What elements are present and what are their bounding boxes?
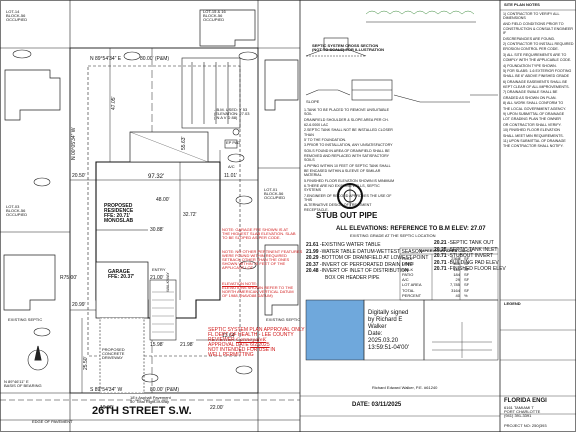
ac-label: A/C xyxy=(228,164,235,169)
north-arrow-icon xyxy=(27,345,49,371)
dim-width: 97.32' xyxy=(148,174,165,180)
entry-label: ENTRY xyxy=(152,267,166,272)
dim-road-2: 22.00' xyxy=(210,405,224,411)
septic-drainfield xyxy=(181,57,241,149)
dim-septic: 55.63' xyxy=(181,136,187,150)
engineer-name: Richard Edward Walker, P.E. #61240 xyxy=(372,385,438,390)
project-number: PROJECT NO: 250(393 xyxy=(504,423,547,428)
sheet-date: DATE: 03/11/2025 xyxy=(352,402,402,408)
north-distance: 80.00' (P&M) xyxy=(140,56,170,62)
approval-date: 6/2/2025 xyxy=(250,342,270,348)
residence-label: PROPOSED RESIDENCE FFE: 20.71' MONOSLAB xyxy=(104,203,134,224)
dim-garage: 30.88' xyxy=(150,227,164,233)
elevations-header: ALL ELEVATIONS: REFERENCE TO B.M ELEV: 2… xyxy=(336,226,486,232)
edge-pavement-label: EDGE OF PAVEMENT xyxy=(32,419,73,424)
stub-out-pipe-icon xyxy=(337,183,363,209)
elevations-sub: EXISTING GRADE AT THE SEPTIC LOCATION xyxy=(350,233,436,238)
cross-section-graphic xyxy=(305,37,498,103)
south-distance: 80.00' (P&M) xyxy=(150,387,180,393)
dim-drive-1: 15.98' xyxy=(150,342,164,348)
dim-walk: 21.00' xyxy=(150,275,164,281)
existing-septic-right: EXISTING SEPTIC xyxy=(266,317,301,322)
firm-name: FLORIDA ENGI xyxy=(504,398,547,404)
street-name: 26TH STREET S.W. xyxy=(92,405,192,417)
walkway-label: WALKWAY xyxy=(165,272,170,292)
driveway xyxy=(99,279,177,394)
adjacent-structures xyxy=(3,9,299,316)
elevations-list-right: 20.21 -SEPTIC TANK OUT 20.25 -SEPTIC TAN… xyxy=(434,240,506,272)
dim-road-1: 16.00' xyxy=(100,405,114,411)
dim-driveway-length: 25.50' xyxy=(83,356,89,370)
existing-septic-left: EXISTING SEPTIC xyxy=(8,317,43,322)
dim-front-setback: 47.05' xyxy=(111,96,117,110)
dim-inner: 32.72' xyxy=(183,212,197,218)
engineer-seal xyxy=(305,299,365,361)
landscaping xyxy=(365,10,476,23)
approval-stamp: SEPTIC SYSTEM PLAN APPROVAL ONLY FL DEPT… xyxy=(208,327,305,358)
dim-depth: 48.00' xyxy=(156,197,170,203)
driveway-label: PROPOSED CONCRETE DRIVEWAY xyxy=(102,347,125,360)
septic-notes: 1.TANK TO BE PLACED TO REMOVE UNSUITABLE… xyxy=(304,108,395,212)
ep-pad-label: EP PAD xyxy=(226,140,241,145)
north-bearing: N 89°54'34" E xyxy=(90,56,122,62)
slope-label: SLOPE xyxy=(306,99,320,104)
dim-right-side: 11.01' xyxy=(224,173,238,179)
benchmark-label: - B.M. USED: Y 53(ELEVATION: 27.03( N A … xyxy=(214,107,250,120)
site-plan-notes-title: SITE PLAN NOTES xyxy=(504,2,540,7)
dim-left-side: 20.50' xyxy=(72,173,86,179)
elevations-list-left: 21.61 -EXISTING WATER TABLE 21.99 -WATER… xyxy=(306,242,429,281)
road xyxy=(0,399,300,421)
impervious-table xyxy=(399,247,499,301)
digital-signature: Digitally signed by Richard E Walker Dat… xyxy=(368,310,409,351)
proposed-residence xyxy=(95,161,221,319)
reviewer-signature: CanneyaleK xyxy=(236,337,267,343)
elevation-note: ELEVATION NOTE: ELEVATIONS SHOWN REFER T… xyxy=(222,281,294,298)
west-bearing: N 00°05'34" W xyxy=(71,127,77,160)
legend-title: LEGEND xyxy=(504,301,521,306)
dim-right-lower: 13.64' xyxy=(222,333,236,339)
elevation-spots xyxy=(12,49,258,383)
dim-radius: R75.00' xyxy=(60,275,78,281)
dim-drive-2: 21.98' xyxy=(180,342,194,348)
garage-label: GARAGE FFE: 20.37' xyxy=(108,269,135,280)
patio xyxy=(129,131,209,163)
impervious-title: IMPERVIOUS AREA CALCS xyxy=(420,248,473,253)
firm-address: 6161 TAMIAMI T PORT CHARLOTTE (941) 391-… xyxy=(504,405,541,418)
cross-section-title: SEPTIC SYSTEM CROSS SECTION(NOT TO SCALE… xyxy=(312,43,385,52)
stub-out-pipe-label: STUB OUT PIPE xyxy=(316,211,378,220)
dim-left-lower: 20.99' xyxy=(72,302,86,308)
south-bearing: S 89°54'34" W xyxy=(90,387,123,393)
